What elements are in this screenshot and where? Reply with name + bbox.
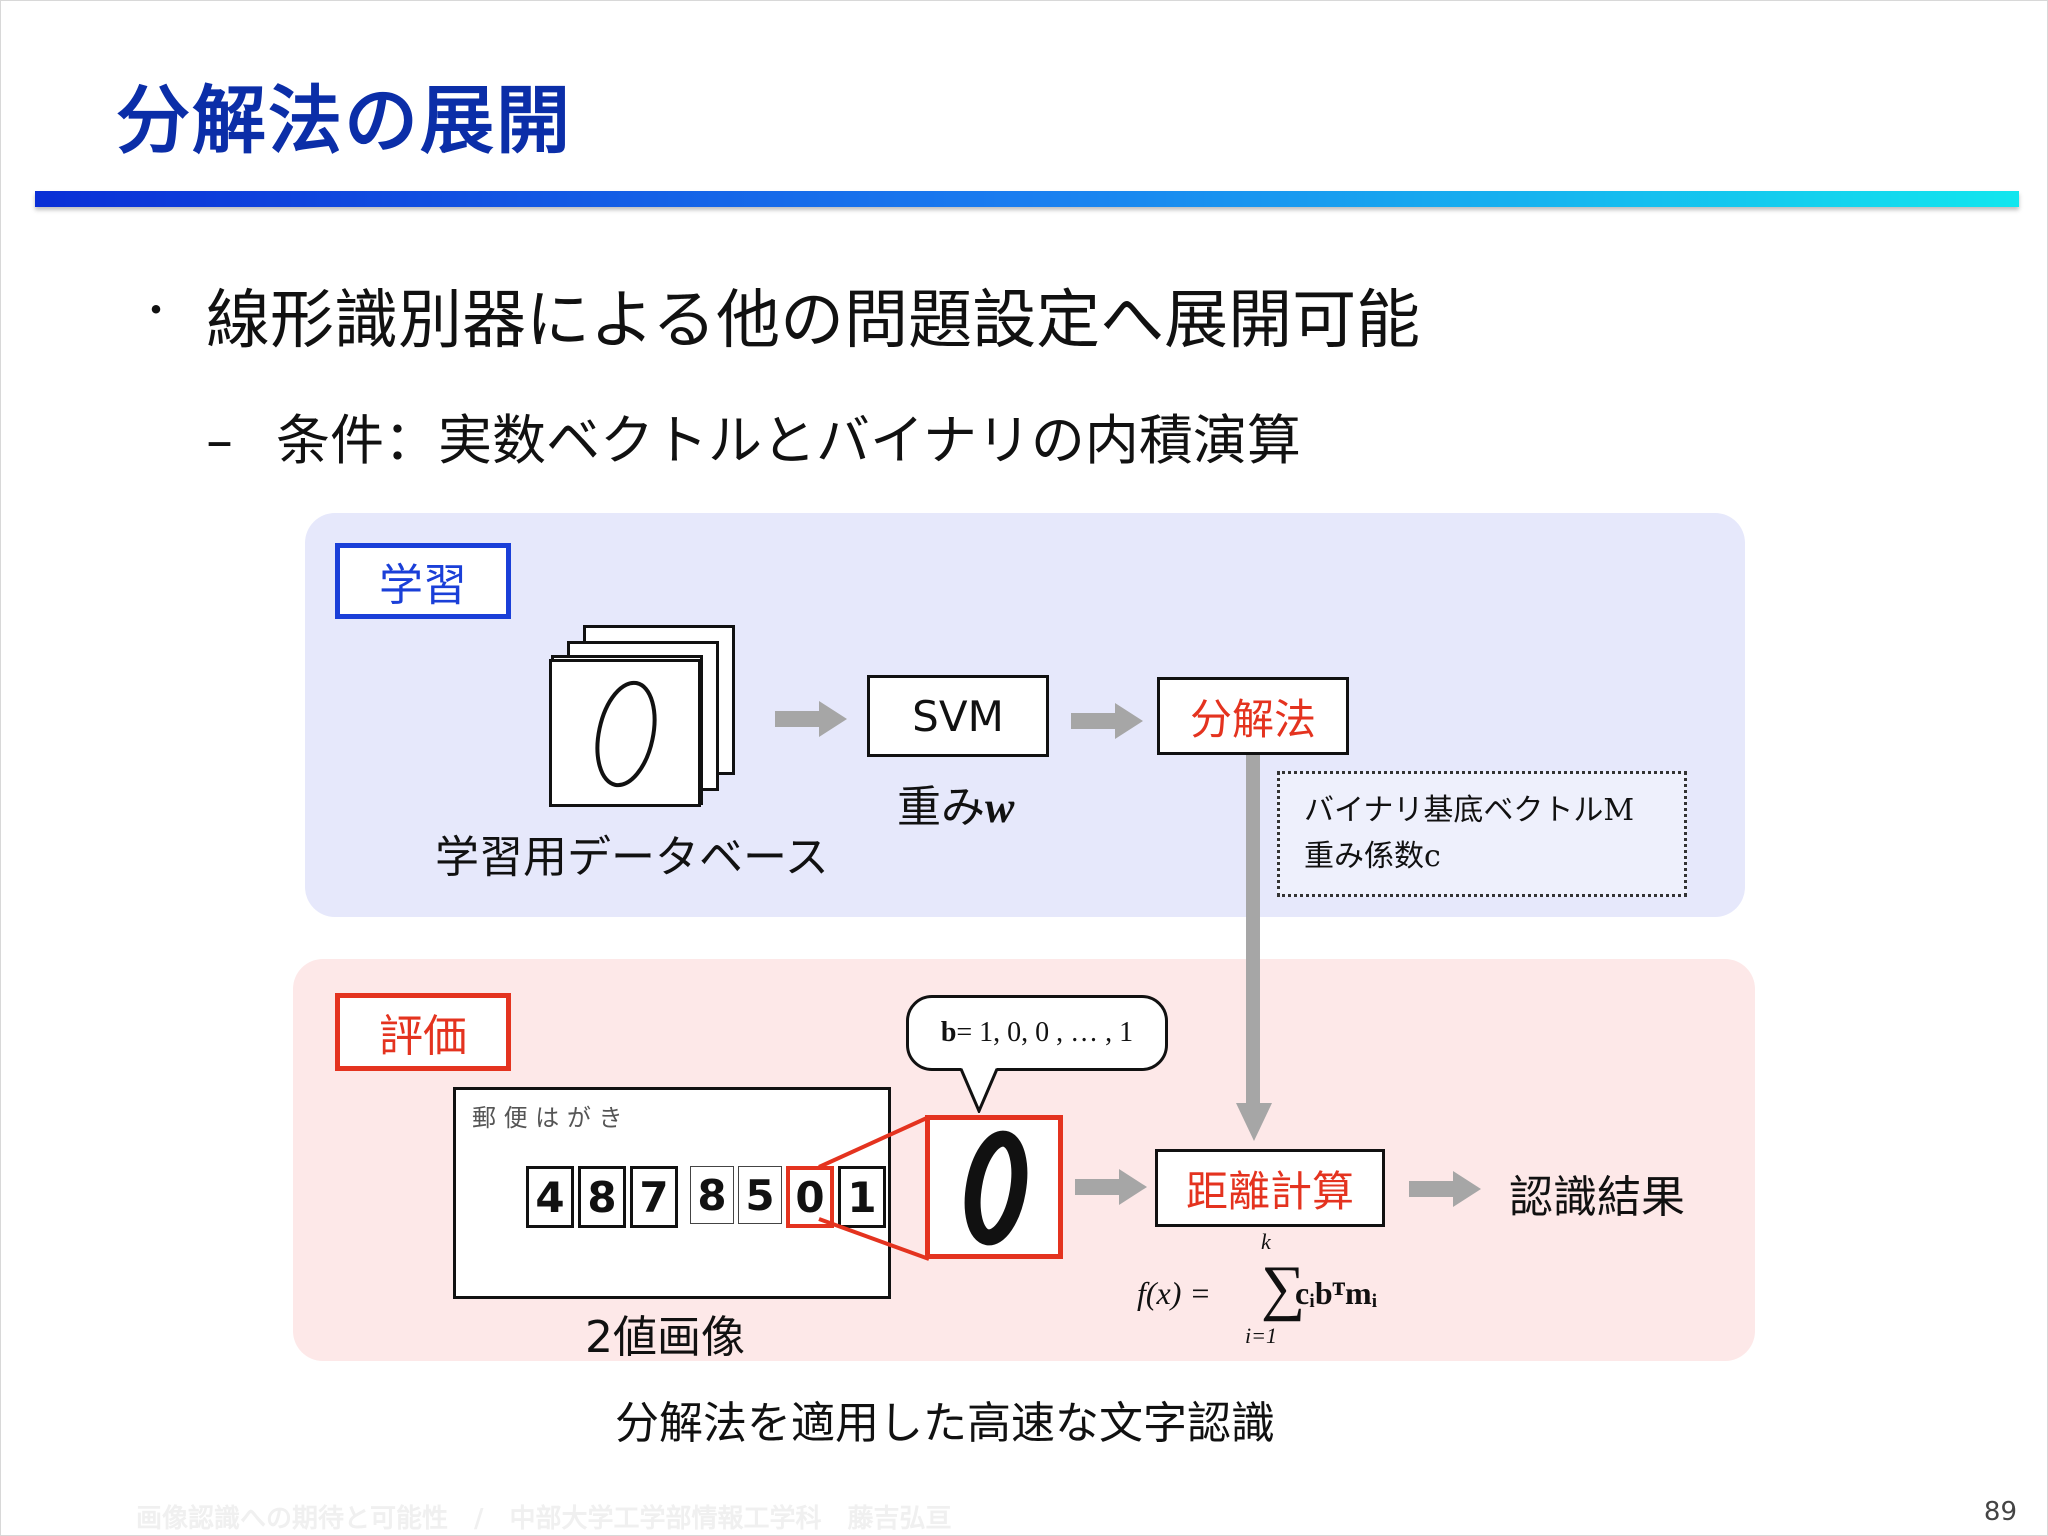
arrow-icon <box>1071 703 1143 739</box>
bullet-sub-marker: – <box>206 409 233 472</box>
coef-label: 重み係数c <box>1304 839 1441 874</box>
arrow-icon <box>1409 1171 1481 1207</box>
footer-text: 画像認識への期待と可能性 / 中部大学工学部情報工学科 藤吉弘亘 <box>136 1504 952 1534</box>
digit-box: 4 <box>526 1166 574 1228</box>
bullet-marker: ・ <box>136 288 176 334</box>
postcard-header: 郵 便 は が き <box>472 1104 623 1132</box>
arrow-icon <box>775 701 847 737</box>
digit-box: 8 <box>690 1166 734 1224</box>
digit-box: 1 <box>838 1166 886 1228</box>
svm-box: SVM <box>867 675 1049 757</box>
bubble-tail <box>959 1067 999 1113</box>
digit-box: 5 <box>738 1166 782 1224</box>
figure-caption: 分解法を適用した高速な文字認識 <box>615 1398 1275 1449</box>
result-label: 認識結果 <box>1509 1172 1685 1223</box>
weight-label: 重みw <box>897 782 1015 833</box>
decomposition-box: 分解法 <box>1157 677 1349 755</box>
bullet-sub: –条件：実数ベクトルとバイナリの内積演算 <box>206 396 1301 475</box>
basis-label: バイナリ基底ベクトルM <box>1304 793 1635 828</box>
zoomed-digit-box <box>925 1115 1063 1259</box>
learning-tag: 学習 <box>335 543 511 619</box>
digit-zero-icon <box>964 1130 1028 1246</box>
arrow-down-icon <box>1236 755 1272 1141</box>
binary-image-label: 2値画像 <box>585 1312 745 1363</box>
digit-box: 8 <box>578 1166 626 1228</box>
evaluation-tag: 評価 <box>335 993 511 1071</box>
distance-box: 距離計算 <box>1155 1149 1385 1227</box>
digit-box-highlighted: 0 <box>786 1166 834 1228</box>
database-card-front <box>549 659 701 807</box>
title-underline <box>35 191 2019 207</box>
slide-title: 分解法の展開 <box>116 78 572 164</box>
database-label: 学習用データベース <box>435 832 829 883</box>
binary-vector-bubble: b = 1, 0, 0 , … , 1 <box>906 995 1168 1071</box>
basis-info-box: バイナリ基底ベクトルM 重み係数c <box>1277 771 1687 897</box>
postcard-digits: 4 8 7 8 5 0 1 <box>526 1166 886 1228</box>
arrow-icon <box>1075 1169 1147 1205</box>
zoom-lines <box>818 1115 930 1261</box>
postcard-image: 郵 便 は が き 4 8 7 8 5 0 1 <box>453 1087 891 1299</box>
page-number: 89 <box>1983 1497 2017 1527</box>
digit-zero-icon <box>595 680 657 788</box>
digit-box: 7 <box>630 1166 678 1228</box>
bullet-main-text: 線形識別器による他の問題設定へ展開可能 <box>206 284 1421 358</box>
bullet-sub-text: 条件：実数ベクトルとバイナリの内積演算 <box>276 409 1301 472</box>
